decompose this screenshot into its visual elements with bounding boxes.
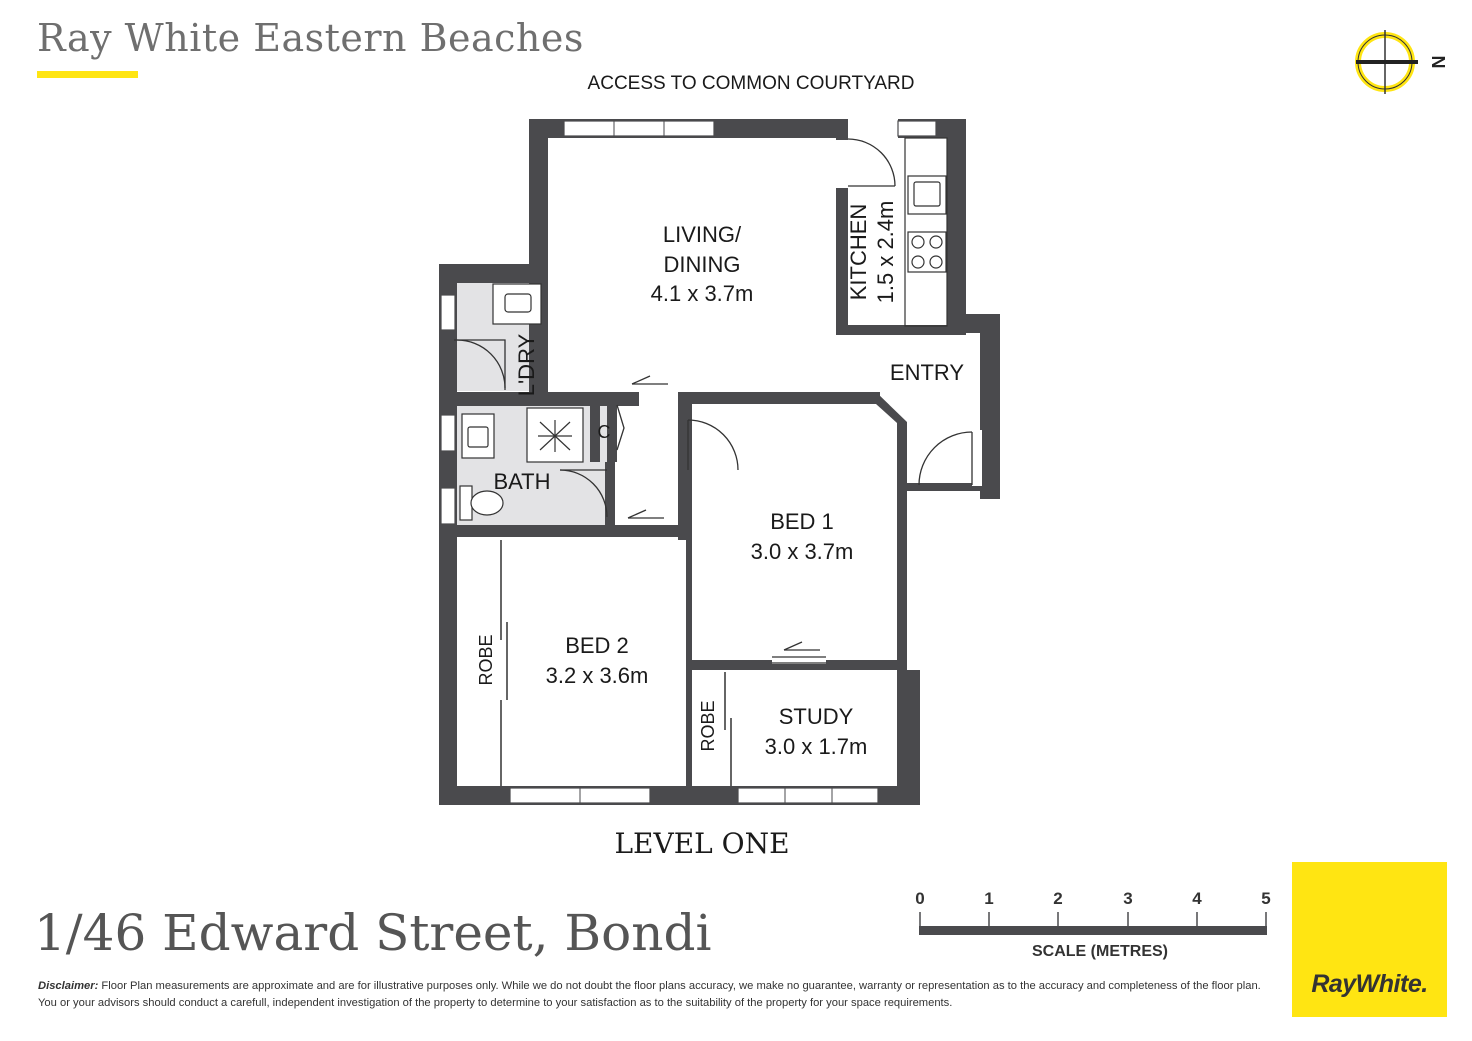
scale-bar: 0 1 2 3 4 5 SCALE (METRES)	[915, 889, 1270, 960]
property-address: 1/46 Edward Street, Bondi	[34, 904, 712, 962]
scale-tick-4: 4	[1192, 889, 1202, 908]
scale-tick-1: 1	[984, 889, 993, 908]
living-dims: 4.1 x 3.7m	[651, 281, 754, 306]
bed2-dims: 3.2 x 3.6m	[546, 663, 649, 688]
ray-white-logo: RayWhite.	[1292, 862, 1447, 1017]
agency-underline	[37, 71, 138, 78]
disclaimer-text: Floor Plan measurements are approximate …	[38, 980, 1261, 1009]
north-label: N	[1428, 56, 1448, 69]
study-dims: 3.0 x 1.7m	[765, 734, 868, 759]
kitchen-label: KITCHEN	[846, 204, 871, 301]
living-label-line1: LIVING/	[663, 222, 742, 247]
doors	[454, 138, 982, 664]
disclaimer: Disclaimer: Floor Plan measurements are …	[38, 978, 1278, 1012]
laundry-label: L'DRY	[514, 333, 539, 396]
cupboard-label: C	[598, 422, 611, 442]
agency-name: Ray White Eastern Beaches	[37, 16, 584, 60]
bath-label: BATH	[493, 469, 550, 494]
scale-tick-5: 5	[1261, 889, 1270, 908]
level-label: LEVEL ONE	[614, 827, 789, 860]
fixtures	[459, 137, 948, 521]
living-label-line2: DINING	[664, 252, 741, 277]
study-robe-label: ROBE	[698, 700, 718, 751]
kitchen-dims: 1.5 x 2.4m	[873, 201, 898, 304]
scale-tick-0: 0	[915, 889, 924, 908]
scale-tick-3: 3	[1123, 889, 1132, 908]
entry-label: ENTRY	[890, 360, 964, 385]
study-label: STUDY	[779, 704, 854, 729]
disclaimer-label: Disclaimer:	[38, 980, 99, 992]
robe-doors	[500, 540, 732, 786]
bed2-label: BED 2	[565, 633, 629, 658]
scale-label: SCALE (METRES)	[1032, 943, 1168, 960]
compass-icon	[1355, 30, 1418, 94]
bed2-robe-label: ROBE	[476, 634, 496, 685]
bed1-label: BED 1	[770, 509, 834, 534]
logo-text: RayWhite.	[1311, 970, 1428, 998]
bed1-dims: 3.0 x 3.7m	[751, 539, 854, 564]
scale-tick-2: 2	[1053, 889, 1062, 908]
courtyard-label: ACCESS TO COMMON COURTYARD	[588, 73, 915, 94]
window-mullions	[579, 121, 833, 803]
